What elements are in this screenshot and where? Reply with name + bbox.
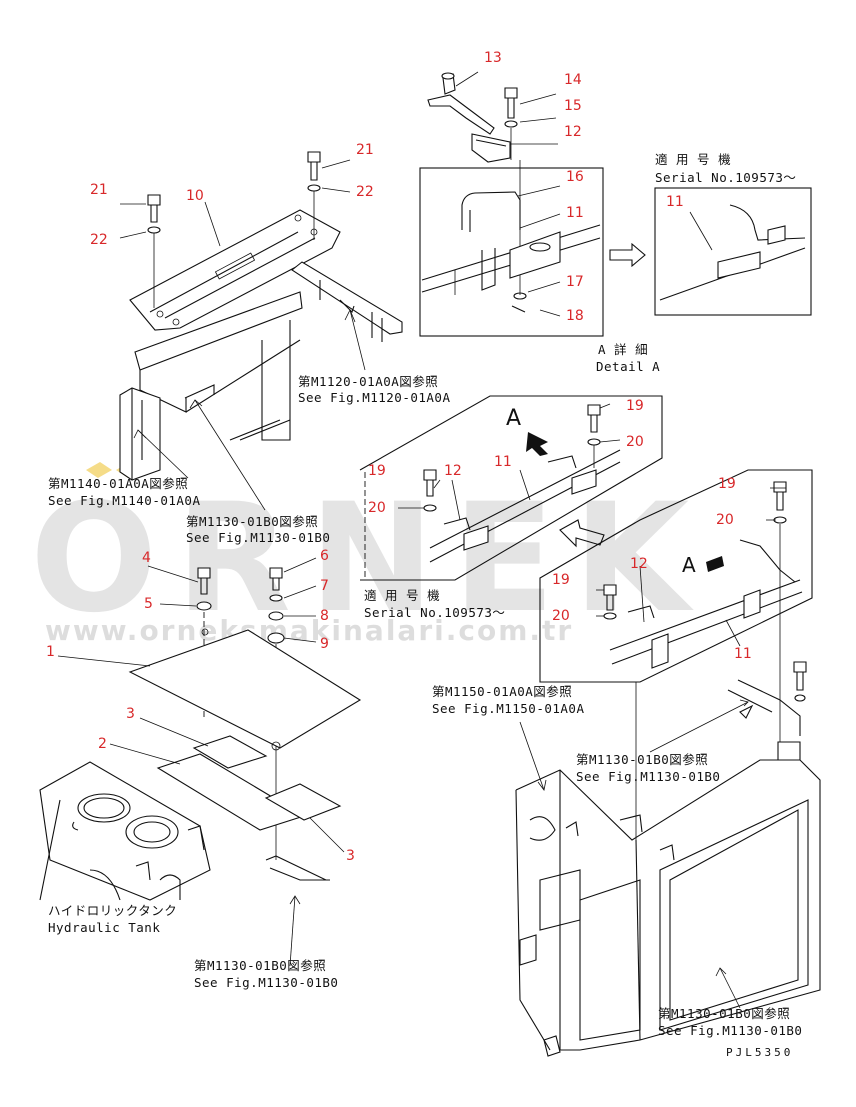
watermark: ORNEK www.orneksmakinalari.com.tr bbox=[30, 462, 707, 647]
ref-m1150-jp: 第M1150-01A0A図参照 bbox=[432, 684, 572, 699]
label-a-middle: A bbox=[506, 406, 521, 431]
label-21-left: 21 bbox=[90, 182, 108, 198]
serial-top-jp: 適 用 号 機 bbox=[655, 152, 731, 167]
hydraulic-tank-en: Hydraulic Tank bbox=[48, 920, 160, 935]
serial-mid-en: Serial No.109573～ bbox=[364, 605, 505, 620]
label-10: 10 bbox=[186, 188, 204, 204]
label-19-mid-right: 19 bbox=[626, 398, 644, 414]
label-20-right-top: 20 bbox=[716, 512, 734, 528]
ref-m1130c-en: See Fig.M1130-01B0 bbox=[194, 975, 338, 990]
ref-m1120-en: See Fig.M1120-01A0A bbox=[298, 390, 451, 405]
label-6: 6 bbox=[320, 548, 329, 564]
hydraulic-tank-jp: ハイドロリックタンク bbox=[48, 903, 177, 918]
ref-m1150-en: See Fig.M1150-01A0A bbox=[432, 701, 585, 716]
label-18: 18 bbox=[566, 308, 584, 324]
label-17: 17 bbox=[566, 274, 584, 290]
ref-m1130b-en: See Fig.M1130-01B0 bbox=[576, 769, 720, 784]
watermark-brand: ORNEK bbox=[30, 472, 707, 646]
upper-left-frame bbox=[119, 151, 403, 481]
ref-m1130a-jp: 第M1130-01B0図参照 bbox=[186, 514, 318, 529]
label-12-top: 12 bbox=[564, 124, 582, 140]
ref-m1130d-en: See Fig.M1130-01B0 bbox=[658, 1023, 802, 1038]
arrow-to-serial-box bbox=[609, 242, 646, 268]
label-5: 5 bbox=[144, 596, 153, 612]
label-7: 7 bbox=[320, 578, 329, 594]
label-3-lower: 3 bbox=[346, 848, 355, 864]
ref-m1140-jp: 第M1140-01A0A図参照 bbox=[48, 476, 188, 491]
label-2: 2 bbox=[98, 736, 107, 752]
label-11-serial: 11 bbox=[666, 194, 684, 210]
ref-m1140-en: See Fig.M1140-01A0A bbox=[48, 493, 201, 508]
label-3-upper: 3 bbox=[126, 706, 135, 722]
label-12-right: 12 bbox=[630, 556, 648, 572]
label-19-mid-left: 19 bbox=[368, 463, 386, 479]
label-a-right: A bbox=[682, 553, 696, 577]
detail-box-middle bbox=[359, 395, 663, 581]
label-16: 16 bbox=[566, 169, 584, 185]
label-11-top: 11 bbox=[566, 205, 584, 221]
ref-m1130d-jp: 第M1130-01B0図参照 bbox=[658, 1006, 790, 1021]
label-11-mid: 11 bbox=[494, 454, 512, 470]
label-8: 8 bbox=[320, 608, 329, 624]
drawing-code: PJL5350 bbox=[726, 1046, 793, 1059]
serial-top-en: Serial No.109573～ bbox=[655, 170, 796, 185]
label-1: 1 bbox=[46, 644, 55, 660]
leader-lines bbox=[57, 71, 786, 1009]
lower-left-cover bbox=[39, 567, 362, 901]
label-21-right: 21 bbox=[356, 142, 374, 158]
label-11-right: 11 bbox=[734, 646, 752, 662]
ref-m1130b-jp: 第M1130-01B0図参照 bbox=[576, 752, 708, 767]
callout-texts: 適 用 号 機 Serial No.109573～ A 詳 細 Detail A… bbox=[48, 152, 802, 1059]
label-19-right-low: 19 bbox=[552, 572, 570, 588]
ref-m1130a-en: See Fig.M1130-01B0 bbox=[186, 530, 330, 545]
detail-box-right bbox=[539, 469, 813, 840]
label-12-mid: 12 bbox=[444, 463, 462, 479]
watermark-url: www.orneksmakinalari.com.tr bbox=[45, 614, 573, 647]
label-4: 4 bbox=[142, 550, 151, 566]
ref-m1120-jp: 第M1120-01A0A図参照 bbox=[298, 374, 438, 389]
label-13: 13 bbox=[484, 50, 502, 66]
label-22-right: 22 bbox=[356, 184, 374, 200]
top-latch-assembly bbox=[427, 72, 521, 295]
label-20-mid-right: 20 bbox=[626, 434, 644, 450]
ref-m1130c-jp: 第M1130-01B0図参照 bbox=[194, 958, 326, 973]
detail-a-jp: A 詳 細 bbox=[598, 342, 648, 357]
serial-box-top bbox=[654, 187, 812, 316]
label-15: 15 bbox=[564, 98, 582, 114]
part-number-labels: 13 14 15 12 16 11 17 18 11 21 22 21 22 1… bbox=[46, 50, 752, 864]
detail-a-en: Detail A bbox=[596, 359, 660, 374]
label-20-right-low: 20 bbox=[552, 608, 570, 624]
detail-box-top bbox=[419, 167, 604, 337]
label-14: 14 bbox=[564, 72, 582, 88]
serial-mid-jp: 適 用 号 機 bbox=[364, 588, 440, 603]
label-19-right-top: 19 bbox=[718, 476, 736, 492]
label-20-mid-left: 20 bbox=[368, 500, 386, 516]
label-9: 9 bbox=[320, 636, 329, 652]
lower-right-frame bbox=[515, 661, 821, 1057]
label-22-left: 22 bbox=[90, 232, 108, 248]
